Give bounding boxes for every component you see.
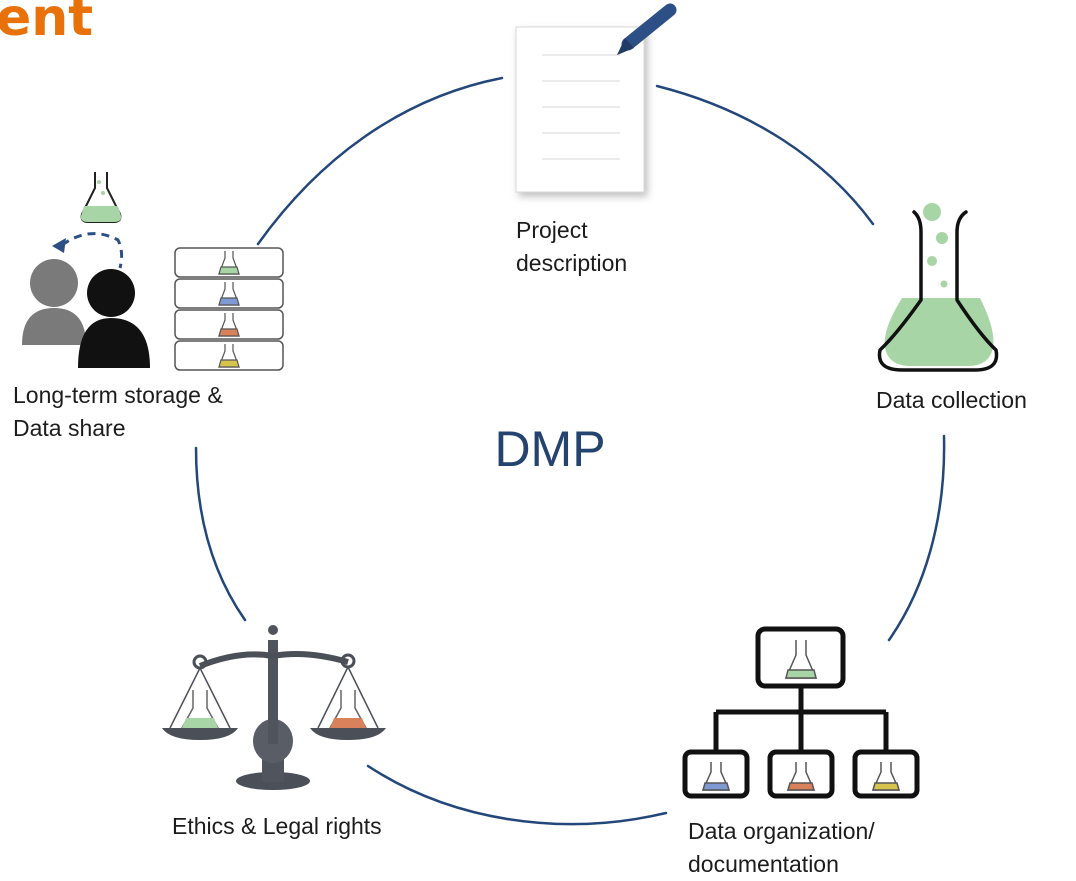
title-fragment: ent (0, 0, 94, 48)
stage-label-ethics: Ethics & Legal rights (172, 810, 382, 843)
stage-label-line: documentation (688, 851, 839, 877)
stage-label-organization: Data organization/ documentation (688, 815, 875, 881)
stage-label-line: Data collection (876, 387, 1027, 413)
stage-label-line: description (516, 250, 628, 276)
stage-label-project: Project description (516, 214, 627, 280)
cycle-arcs (194, 76, 946, 826)
stage-label-collection: Data collection (876, 384, 1027, 417)
arc-project-to-collection (655, 84, 875, 226)
hierarchy-icon (682, 626, 920, 799)
flask-icon (877, 203, 999, 372)
stage-label-line: Data share (13, 415, 126, 441)
arc-organization-to-ethics (366, 764, 668, 826)
arc-collection-to-organization (887, 434, 946, 642)
balance-scale-icon (162, 625, 386, 790)
arc-storage-to-project (256, 76, 504, 246)
stage-label-line: Data organization/ (688, 818, 875, 844)
people-share-icon (22, 172, 284, 371)
stage-label-storage: Long-term storage & Data share (13, 379, 223, 445)
center-label: DMP (494, 421, 606, 477)
arc-ethics-to-storage (194, 446, 247, 622)
stage-label-line: Ethics & Legal rights (172, 813, 382, 839)
stage-label-line: Long-term storage & (13, 382, 223, 408)
document-pencil-icon (515, 3, 677, 193)
stage-label-line: Project (516, 217, 588, 243)
